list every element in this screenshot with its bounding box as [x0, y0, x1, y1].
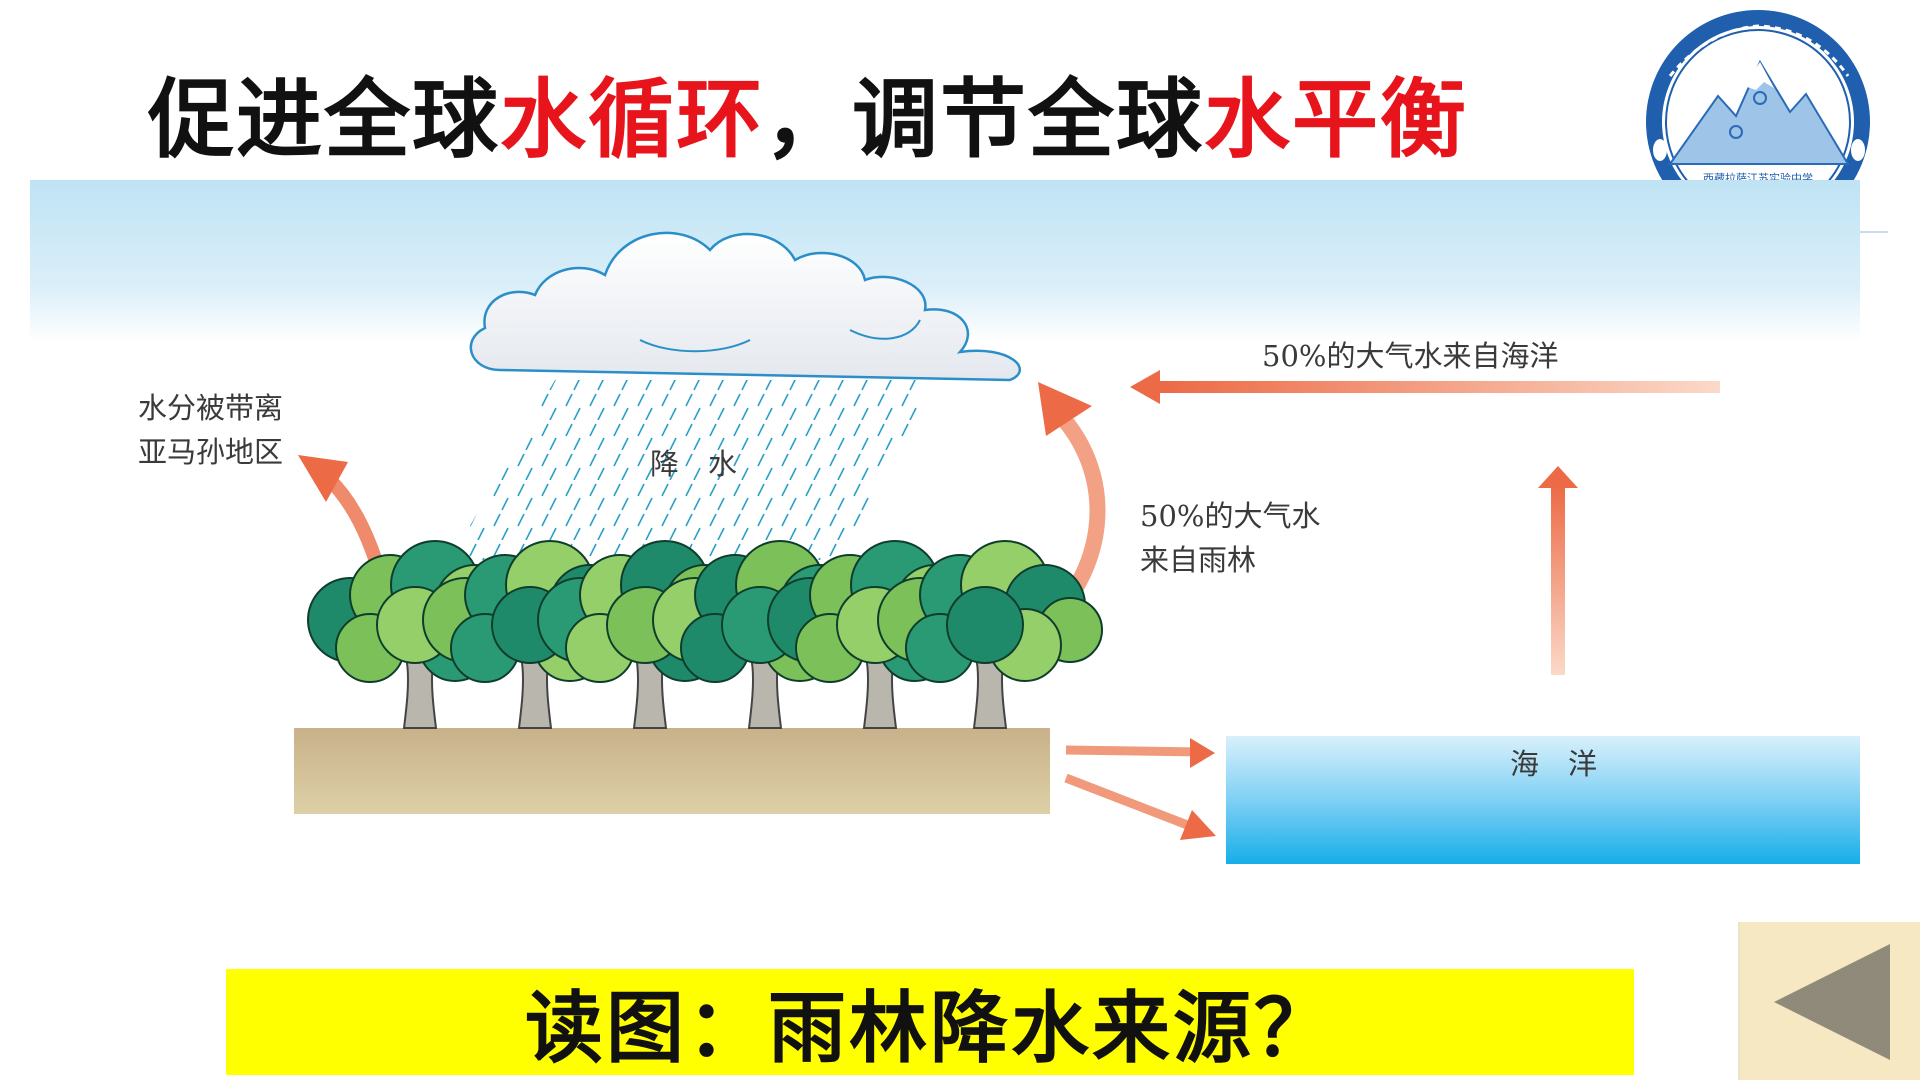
page-title: 促进全球水循环，调节全球水平衡 [148, 70, 1468, 170]
label-precipitation: 降 水 [650, 447, 738, 481]
cloud-icon [469, 231, 1022, 382]
question-banner: 读图：雨林降水来源？ [226, 969, 1634, 1075]
precipitation-rain [450, 380, 935, 560]
back-button[interactable] [1738, 922, 1920, 1080]
arrow-ocean-to-rainforest [1160, 381, 1720, 393]
title-part-1: 促进全球 [148, 70, 500, 170]
arrow-ocean-evaporation [1551, 485, 1565, 675]
label-ocean: 海 洋 [1510, 747, 1598, 781]
tree [877, 540, 1103, 729]
arrow-runoff-to-ocean [1064, 738, 1216, 840]
school-logo: 西藏拉萨江苏实验中学 [1646, 10, 1888, 233]
question-text: 读图：雨林降水来源？ [524, 984, 1335, 1074]
title-part-3: ，调节全球 [764, 70, 1204, 170]
title-highlight-water-cycle: 水循环 [500, 70, 764, 170]
rainforest-water-cycle-diagram: 水分被带离 亚马孙地区 降 水 50%的大气水 来自雨林 50%的大气水来自海洋… [30, 180, 1860, 900]
ocean-body [1226, 736, 1860, 864]
label-ocean-source: 50%的大气水来自海洋 [1262, 339, 1559, 373]
soil-ground [294, 728, 1050, 814]
title-highlight-water-balance: 水平衡 [1204, 70, 1468, 170]
triangle-left-icon [1774, 944, 1890, 1060]
label-rainforest-source: 50%的大气水 来自雨林 [1140, 499, 1321, 577]
rainforest-trees [307, 540, 1103, 729]
label-moisture-leaving: 水分被带离 亚马孙地区 [138, 391, 284, 469]
